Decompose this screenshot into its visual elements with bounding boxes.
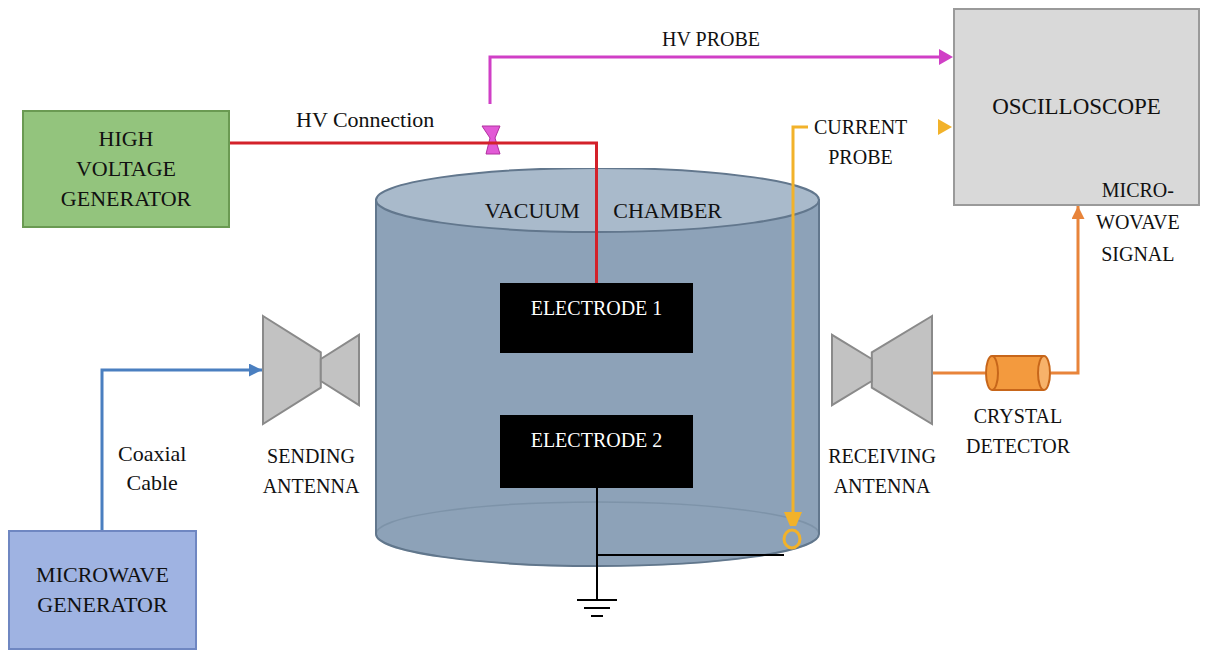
label-holder: CURRENT PROBE <box>814 112 907 172</box>
detector-end <box>986 356 998 390</box>
box-label: OSCILLOSCOPE <box>992 91 1161 122</box>
electrode-label: ELECTRODE 2 <box>531 427 663 454</box>
coaxial-cable <box>102 370 262 530</box>
connection-label: HV Connection <box>296 106 434 135</box>
signal-label: MICRO- WOVAVE SIGNAL <box>1096 174 1180 270</box>
edge-label-holder: HV Connection <box>296 106 434 135</box>
electrode-label: ELECTRODE 1 <box>531 295 663 322</box>
hv-probe-clip <box>482 126 500 154</box>
horn-antenna-symbol <box>262 315 360 425</box>
horn-antenna-symbol <box>831 315 933 425</box>
chamber-body <box>376 200 819 566</box>
probe-label: HV PROBE <box>662 27 760 51</box>
signal-wire <box>1051 206 1078 373</box>
horn-mouth <box>872 316 932 424</box>
electrode-plate: ELECTRODE 2 <box>500 415 693 488</box>
caption-holder: RECEIVING ANTENNA <box>828 441 936 501</box>
caption-holder: SENDING ANTENNA <box>263 441 360 501</box>
edge-label-holder: MICRO- WOVAVE SIGNAL <box>1096 174 1180 270</box>
generator-box: HIGH VOLTAGE GENERATOR <box>22 110 230 228</box>
antenna-horn: SENDING ANTENNA <box>262 315 360 425</box>
cable-label: Coaxial Cable <box>118 440 186 497</box>
chamber-base <box>376 502 819 566</box>
box-label: HIGH VOLTAGE GENERATOR <box>61 124 191 213</box>
ground-wire <box>596 488 598 600</box>
probe-label: CURRENT PROBE <box>814 112 907 172</box>
chamber-lid <box>376 168 819 232</box>
component-label: RECEIVING ANTENNA <box>828 441 936 501</box>
chamber-title: VACUUM CHAMBER <box>485 198 722 224</box>
caption-holder: CRYSTAL DETECTOR <box>966 401 1070 461</box>
chamber-title-holder: VACUUM CHAMBER <box>485 198 722 224</box>
antenna-horn: RECEIVING ANTENNA <box>831 315 933 425</box>
current-probe-arrowhead <box>938 119 952 135</box>
crystal-detector-symbol <box>985 355 1051 391</box>
crystal-detector: CRYSTAL DETECTOR <box>985 355 1051 391</box>
detector-edge <box>992 356 1044 390</box>
electrode-plate: ELECTRODE 1 <box>500 283 693 353</box>
component-label: SENDING ANTENNA <box>263 441 360 501</box>
component-label: CRYSTAL DETECTOR <box>966 401 1070 461</box>
ground-symbol <box>577 600 617 616</box>
box-label: MICROWAVE GENERATOR <box>36 560 169 619</box>
label-holder: HV PROBE <box>662 27 760 51</box>
edge-label-holder: Coaxial Cable <box>118 440 186 497</box>
hv-probe-arrowhead <box>939 49 953 65</box>
horn-mouth <box>263 316 321 424</box>
oscilloscope-box: OSCILLOSCOPE <box>953 8 1200 206</box>
generator-box: MICROWAVE GENERATOR <box>8 530 197 650</box>
detector-end <box>1038 356 1050 390</box>
signal-wire <box>933 372 985 375</box>
detector-body <box>992 356 1044 390</box>
horn-flare <box>832 335 872 405</box>
ground-wire <box>597 554 784 556</box>
hv-probe-cable <box>490 57 940 104</box>
horn-flare <box>321 335 359 405</box>
